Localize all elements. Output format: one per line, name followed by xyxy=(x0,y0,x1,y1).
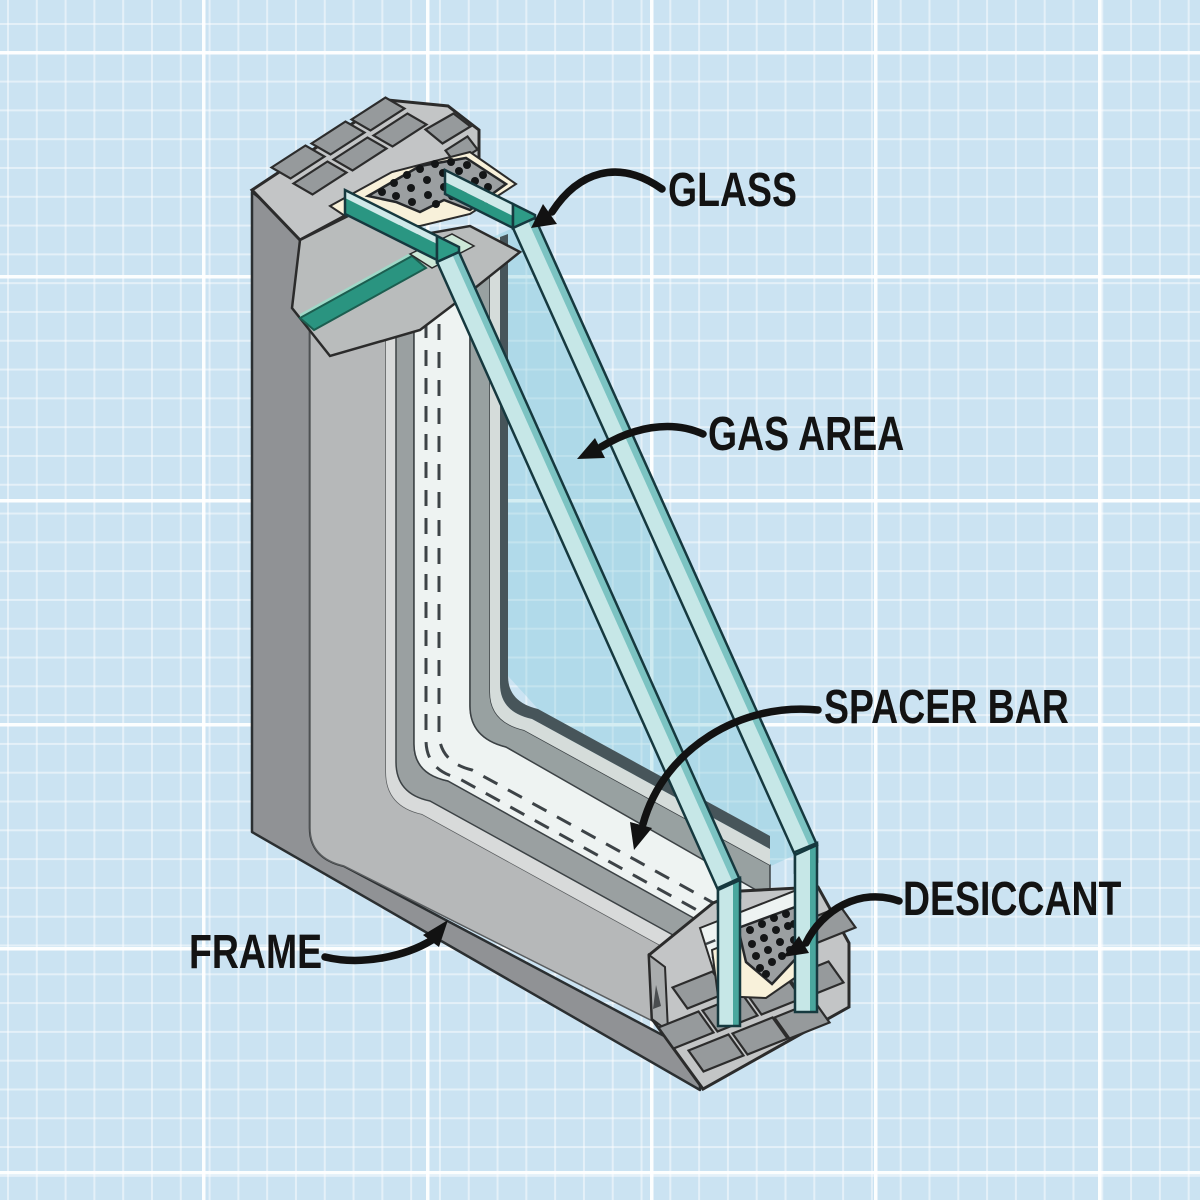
glass-pane-outer xyxy=(443,167,819,1014)
callout-arrows xyxy=(321,168,903,965)
desiccant-bottom xyxy=(736,904,804,986)
glass-label: GLASS xyxy=(668,164,797,217)
gas-area-label: GAS AREA xyxy=(708,408,905,461)
spacer-bar-label: SPACER BAR xyxy=(824,681,1069,734)
frame-label: FRAME xyxy=(189,926,323,979)
glass-arrow xyxy=(548,168,666,216)
desiccant-label: DESICCANT xyxy=(903,873,1122,926)
frame-bottom-cap xyxy=(647,882,858,1091)
top-cap-chambers xyxy=(269,96,480,196)
gas-area-arrow xyxy=(597,422,707,451)
spacer-bar-arrow xyxy=(639,705,822,828)
frame-arrow xyxy=(321,936,436,965)
glass-pane-inner xyxy=(343,187,742,1028)
desiccant-arrow xyxy=(802,893,903,947)
